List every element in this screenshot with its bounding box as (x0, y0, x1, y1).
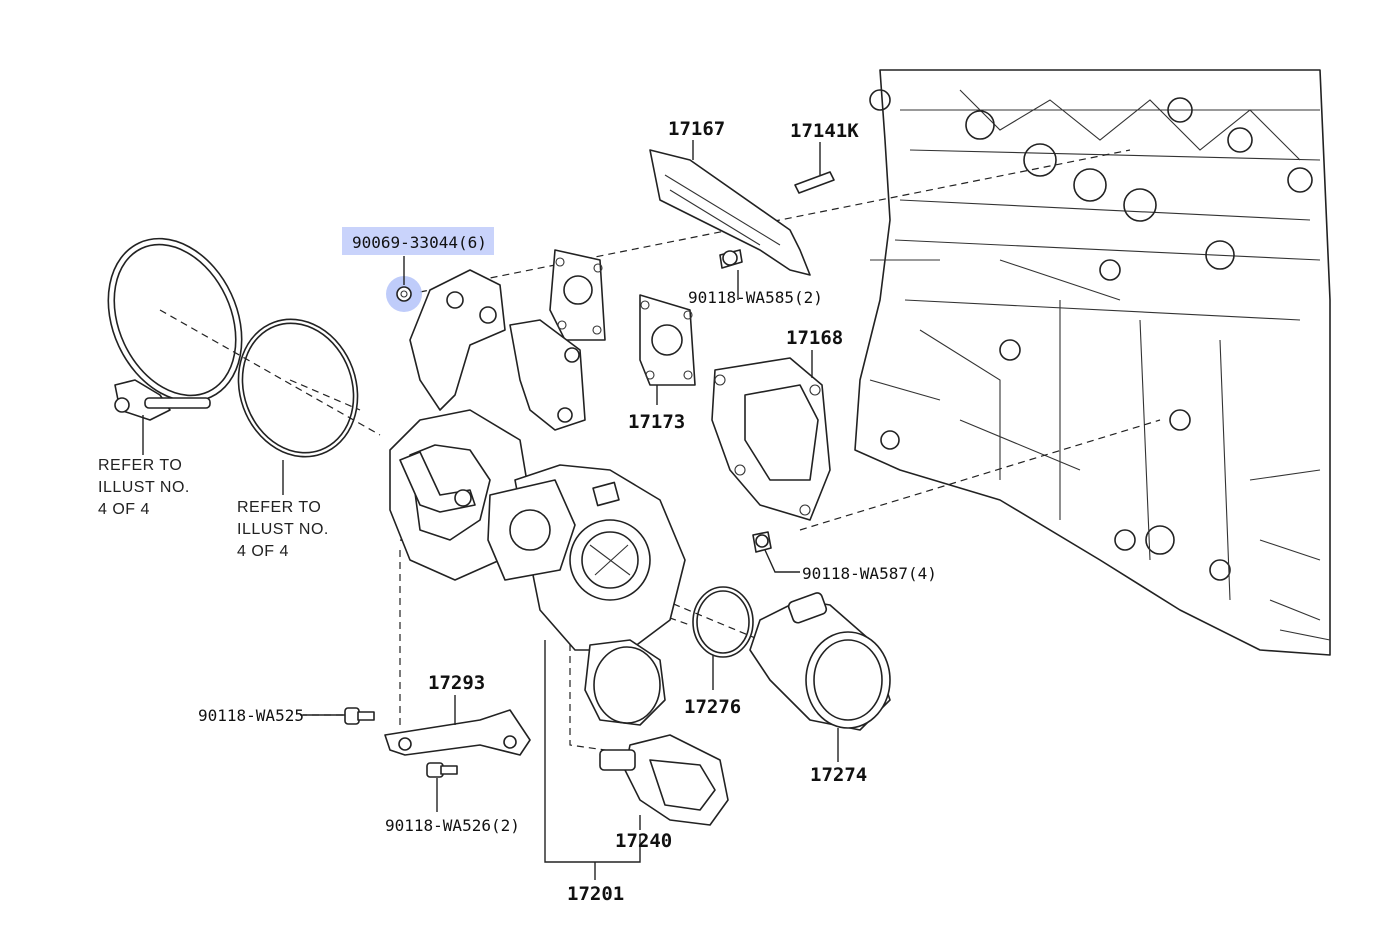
refer-note-left-line1: REFER TO (98, 457, 182, 474)
valve-assembly-17274[interactable] (749, 592, 891, 731)
leader-lines (142, 140, 839, 880)
label-17274[interactable]: 17274 (810, 764, 867, 786)
stud-pin[interactable] (794, 171, 835, 194)
bolt-wa587[interactable] (752, 531, 772, 553)
bolt-wa525[interactable] (344, 707, 375, 725)
v-band-clamp[interactable] (83, 217, 267, 423)
refer-note-right-line1: REFER TO (237, 499, 321, 516)
selected-part-highlight[interactable] (342, 227, 494, 312)
engine-block (854, 69, 1331, 656)
label-17173[interactable]: 17173 (628, 411, 685, 433)
refer-note-right-line2: ILLUST NO. (237, 521, 329, 538)
label-17141K[interactable]: 17141K (790, 120, 859, 142)
label-90118-WA526[interactable]: 90118-WA526(2) (385, 816, 520, 835)
label-17293[interactable]: 17293 (428, 672, 485, 694)
heat-insulator-17167[interactable] (649, 149, 811, 276)
ring-gasket[interactable] (220, 302, 377, 473)
label-90069-33044[interactable]: 90069-33044(6) (352, 233, 487, 252)
refer-note-left-line3: 4 OF 4 (98, 501, 150, 518)
label-90118-WA525[interactable]: 90118-WA525 (198, 706, 304, 725)
label-17276[interactable]: 17276 (684, 696, 741, 718)
label-90118-WA587[interactable]: 90118-WA587(4) (802, 564, 937, 583)
refer-note-left-line2: ILLUST NO. (98, 479, 190, 496)
o-ring-17276[interactable] (692, 586, 754, 658)
bolt-wa526[interactable] (426, 762, 458, 778)
callout-labels: 90069-33044(6) 17167 17141K 90118-WA585(… (98, 118, 937, 905)
label-17201[interactable]: 17201 (567, 883, 624, 905)
refer-note-right-line3: 4 OF 4 (237, 543, 289, 560)
actuator-17240[interactable] (599, 734, 729, 826)
bracket-17293[interactable] (384, 709, 531, 756)
label-17240[interactable]: 17240 (615, 830, 672, 852)
bolt-wa585[interactable] (719, 249, 743, 269)
gasket-17173[interactable] (639, 294, 696, 386)
heat-insulator-17168[interactable] (711, 357, 831, 521)
label-90118-WA585[interactable]: 90118-WA585(2) (688, 288, 823, 307)
label-17167[interactable]: 17167 (668, 118, 725, 140)
turbocharger-assembly[interactable] (389, 269, 686, 726)
label-17168[interactable]: 17168 (786, 327, 843, 349)
flange-gasket[interactable] (549, 249, 606, 341)
